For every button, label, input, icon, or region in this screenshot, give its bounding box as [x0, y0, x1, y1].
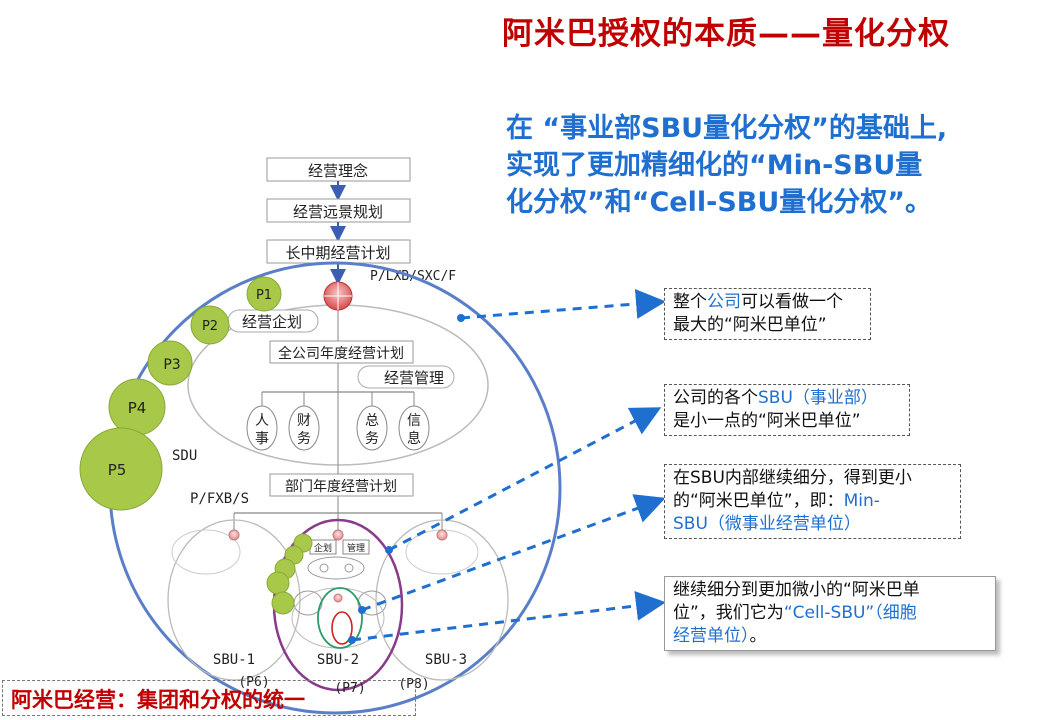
flow-label-2: 经营远景规划: [293, 203, 383, 221]
svg-text:P5: P5: [108, 461, 127, 479]
function-hr: 人 事: [246, 405, 278, 451]
planning-label: 经营企划: [242, 313, 302, 331]
svg-text:P3: P3: [163, 357, 180, 373]
sbu-2-label: SBU-2: [317, 652, 359, 668]
arrow-cellsbu-note: [351, 590, 666, 642]
svg-text:务: 务: [365, 431, 379, 447]
bubble-p5: P5: [79, 427, 163, 511]
subtitle-line-2: 实现了更加精细化的“Min-SBU量: [506, 150, 923, 181]
arrow-minsbu-note: [361, 494, 666, 612]
dept-plan-label: 部门年度经营计划: [285, 479, 397, 495]
dept-plan-box: 部门年度经营计划: [269, 473, 414, 497]
note-company: 整个公司可以看做一个 最大的“阿米巴单位”: [664, 288, 871, 340]
svg-text:总: 总: [365, 413, 379, 429]
note-min-sbu: 在SBU内部继续细分，得到更小 的“阿米巴单位”，即：Min- SBU（微事业经…: [664, 464, 961, 539]
svg-text:P1: P1: [256, 288, 272, 303]
mini-management-label: 管理: [347, 542, 365, 554]
arrow-company-note: [460, 288, 666, 320]
flow-box-3: 长中期经营计划: [266, 239, 411, 264]
mini-planning-label: 企划: [314, 542, 332, 554]
note-sbu: 公司的各个SBU（事业部） 是小一点的“阿米巴单位”: [664, 384, 910, 436]
slide-title: 阿米巴授权的本质——量化分权: [502, 16, 950, 52]
sdu-label: SDU: [172, 448, 197, 464]
footer-caption: 阿米巴经营：集团和分权的统一: [11, 688, 305, 712]
svg-text:财: 财: [297, 413, 311, 429]
sbu-2-p-label: (P7): [334, 681, 365, 696]
subtitle: 在 “事业部SBU量化分权”的基础上, 实现了更加精细化的“Min-SBU量 化…: [506, 110, 1036, 221]
svg-text:人: 人: [255, 413, 269, 429]
flow-box-2: 经营远景规划: [266, 198, 411, 223]
svg-text:信: 信: [407, 413, 421, 429]
flow-label-3: 长中期经营计划: [285, 244, 390, 262]
management-pill: 经营管理: [357, 365, 455, 389]
function-information: 信 息: [398, 405, 430, 451]
svg-text:P2: P2: [202, 319, 218, 334]
bubble-p4: P4: [108, 378, 166, 436]
note-cell-sbu: 继续细分到更加微小的“阿米巴单 位”，我们它为“Cell-SBU”（细胞 经营单…: [664, 576, 996, 651]
management-label: 经营管理: [384, 369, 444, 387]
function-general-affairs: 总 务: [356, 405, 388, 451]
annual-plan-label: 全公司年度经营计划: [278, 345, 404, 362]
subtitle-line-3: 化分权”和“Cell-SBU量化分权”。: [506, 187, 933, 218]
svg-text:息: 息: [407, 430, 421, 447]
flow-box-1: 经营理念: [266, 157, 411, 182]
sbu-1-p-label: (P6): [238, 675, 269, 690]
planning-pill: 经营企划: [227, 309, 319, 333]
p-fxb-label: P/FXB/S: [190, 491, 249, 507]
function-finance: 财 务: [288, 405, 320, 451]
flow-label-1: 经营理念: [308, 162, 368, 180]
bubble-p3: P3: [147, 340, 193, 386]
sbu-1-label: SBU-1: [213, 652, 255, 668]
svg-text:务: 务: [297, 431, 311, 447]
bubble-p1: P1: [246, 276, 282, 312]
bubble-p2: P2: [190, 305, 230, 345]
subtitle-line-1: 在 “事业部SBU量化分权”的基础上,: [506, 113, 948, 144]
svg-text:P4: P4: [128, 399, 147, 417]
sbu-3-ellipse: [375, 519, 509, 681]
sbu-3-label: SBU-3: [425, 652, 467, 668]
footer-caption-box: 阿米巴经营：集团和分权的统一: [2, 680, 416, 716]
arrow-sbu-note: [388, 407, 662, 552]
annual-plan-box: 全公司年度经营计划: [269, 340, 414, 364]
svg-text:事: 事: [255, 431, 269, 447]
